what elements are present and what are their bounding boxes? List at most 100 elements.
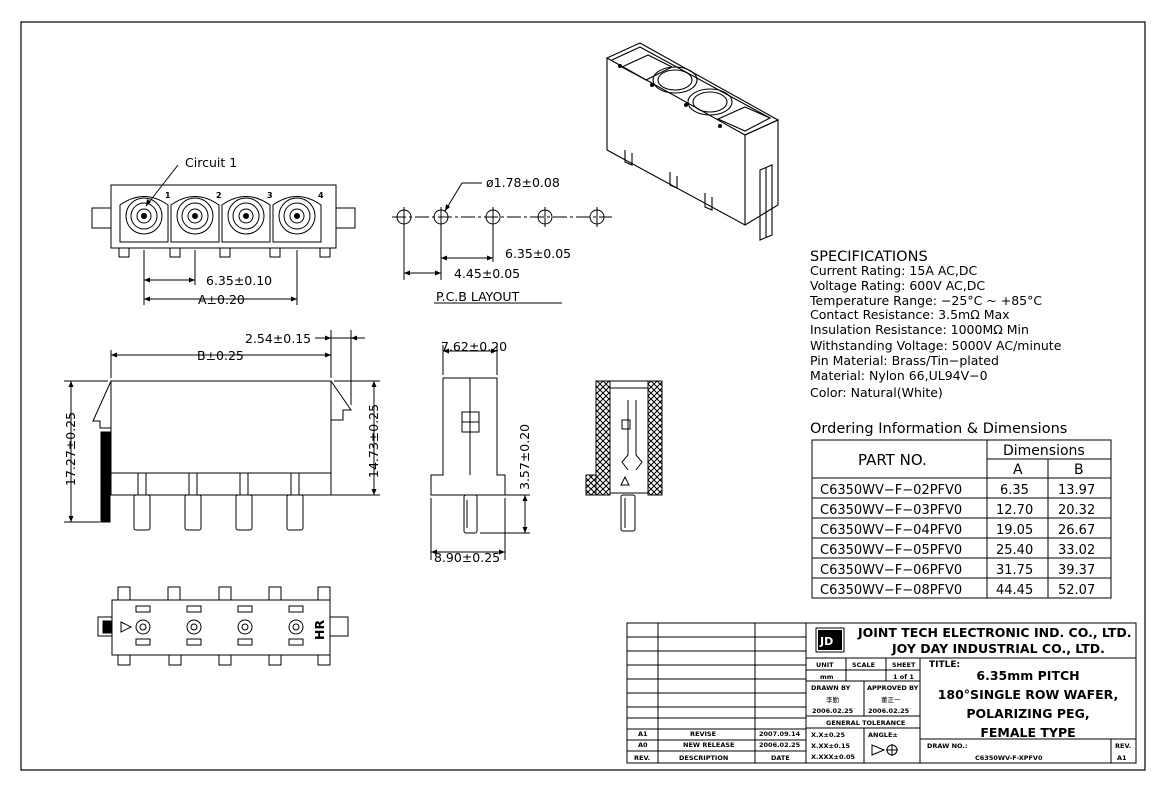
spec-line: Current Rating: 15A AC,DC: [810, 263, 977, 278]
pcb-layout-title: P.C.B LAYOUT: [436, 289, 520, 304]
iso-cavity-4: [716, 106, 772, 132]
company-logo: JD: [818, 630, 842, 650]
cavity-3: [221, 196, 271, 243]
title-block: [626, 622, 1137, 764]
drawn-by-label: DRAWN BY: [811, 684, 851, 692]
spec-line: Contact Resistance: 3.5mΩ Max: [810, 307, 1010, 322]
bottom-view: [97, 586, 349, 666]
pcb-arrows: [404, 204, 493, 276]
title-line: POLARIZING PEG,: [966, 706, 1089, 721]
drawn-date: 2006.02.25: [812, 707, 854, 715]
ordering-col-dims: Dimensions: [1003, 443, 1085, 459]
ordering-b: 33.02: [1058, 543, 1095, 558]
spec-line: Material: Nylon 66,UL94V−0: [810, 368, 988, 383]
pin-number-1: 1: [165, 191, 171, 200]
rev-date: 2006.02.25: [759, 741, 801, 749]
dim-pcb-pitch: 6.35±0.05: [505, 246, 571, 261]
company-name-1: JOINT TECH ELECTRONIC IND. CO., LTD.: [857, 625, 1131, 640]
front-view: [64, 330, 380, 531]
spec-lines: Current Rating: 15A AC,DC Voltage Rating…: [809, 263, 1062, 400]
tol-xx: X.XX±0.15: [811, 742, 850, 750]
ordering-col-b: B: [1074, 462, 1084, 478]
sheet-border: [20, 21, 1146, 771]
ordering-a: 44.45: [996, 583, 1033, 598]
approved-date: 2006.02.25: [868, 707, 910, 715]
ordering-a: 6.35: [1000, 483, 1029, 498]
ordering-b: 13.97: [1058, 483, 1095, 498]
iso-cavity-2: [652, 66, 698, 94]
ordering-col-part: PART NO.: [858, 451, 927, 469]
ordering-a: 25.40: [996, 543, 1033, 558]
pin-numbers: 1 2 3 4: [165, 191, 324, 200]
ordering-a: 31.75: [996, 563, 1033, 578]
bottom-view-body: [111, 599, 331, 656]
spec-line: Withstanding Voltage: 5000V AC/minute: [810, 338, 1062, 353]
dim-height-right: 14.73±0.25: [366, 404, 381, 478]
front-view-body: [110, 380, 332, 496]
top-view-arrows: [144, 199, 297, 302]
title-line: FEMALE TYPE: [980, 725, 1075, 740]
unit-label: UNIT: [816, 661, 834, 669]
title-lines: 6.35mm PITCH 180°SINGLE ROW WAFER, POLAR…: [938, 668, 1119, 740]
cavity-4: [272, 196, 322, 243]
rev-description: NEW RELEASE: [683, 741, 735, 749]
top-view: [91, 164, 356, 305]
unit-value: mm: [820, 673, 834, 681]
ordering-b: 20.32: [1058, 503, 1095, 518]
rev-code: A1: [638, 730, 648, 738]
section-view: [585, 380, 663, 532]
ordering-a: 12.70: [996, 503, 1033, 518]
ordering-part: C6350WV−F−06PFV0: [820, 563, 962, 578]
pcb-hole-2: [433, 207, 449, 227]
title-block-cells: UNIT SCALE SHEET mm 1 of 1 DRAWN BY APPR…: [634, 661, 1131, 762]
ordering-part: C6350WV−F−05PFV0: [820, 543, 962, 558]
scale-label: SCALE: [852, 661, 875, 669]
bottom-view-pins: [135, 605, 304, 646]
dim-height-left: 17.27±0.25: [63, 412, 78, 486]
iso-markers: [618, 64, 722, 128]
rev-header-date: DATE: [771, 754, 790, 762]
angle-label: ANGLE±: [868, 731, 898, 739]
pcb-hole-1: [396, 207, 412, 227]
dim-a: A±0.20: [198, 292, 245, 307]
front-view-arrows: [68, 335, 377, 522]
dim-b: B±0.25: [197, 348, 244, 363]
ordering-part: C6350WV−F−03PFV0: [820, 503, 962, 518]
pcb-layout: [392, 182, 612, 304]
sheet-label: SHEET: [892, 661, 916, 669]
ordering-b: 52.07: [1058, 583, 1095, 598]
ordering-table: [811, 439, 1112, 599]
ordering-table-text: PART NO. Dimensions A B C6350WV−F−02PFV0…: [820, 443, 1095, 598]
rev-header-description: DESCRIPTION: [679, 754, 728, 762]
ordering-part: C6350WV−F−08PFV0: [820, 583, 962, 598]
spec-line: Voltage Rating: 600V AC,DC: [810, 278, 985, 293]
dim-side-pin: 3.57±0.20: [517, 424, 532, 490]
pin-number-3: 3: [267, 191, 273, 200]
side-view: [430, 345, 530, 560]
pcb-hole-5: [589, 207, 605, 227]
iso-cavity-3: [687, 88, 733, 116]
spec-heading: SPECIFICATIONS: [810, 249, 928, 265]
company-name-2: JOY DAY INDUSTRIAL CO., LTD.: [891, 641, 1105, 656]
drawno: C6350WV-F-XPFV0: [975, 754, 1043, 762]
ordering-a: 19.05: [996, 523, 1033, 538]
rev-value: A1: [1117, 754, 1127, 762]
tolerance-label: GENERAL TOLERANCE: [826, 719, 905, 727]
svg-text:JD: JD: [819, 635, 833, 648]
title-label: TITLE:: [929, 660, 960, 670]
spec-line: Pin Material: Brass/Tin−plated: [810, 353, 999, 368]
ordering-col-a: A: [1013, 462, 1023, 478]
rev-label: REV.: [1115, 742, 1131, 750]
rev-description: REVISE: [690, 730, 716, 738]
iso-cavity-1: [620, 54, 674, 81]
tol-xxx: X.XXX±0.05: [811, 753, 855, 761]
side-view-body: [430, 377, 506, 496]
cavity-2: [170, 196, 220, 243]
dim-hole: ø1.78±0.08: [486, 175, 560, 190]
rev-date: 2007.09.14: [759, 730, 801, 738]
rev-code: A0: [638, 741, 648, 749]
dim-front-top: 2.54±0.15: [245, 331, 311, 346]
pcb-hole-3: [485, 207, 501, 227]
approved-by-label: APPROVED BY: [867, 684, 919, 692]
ordering-heading: Ordering Information & Dimensions: [810, 421, 1067, 437]
